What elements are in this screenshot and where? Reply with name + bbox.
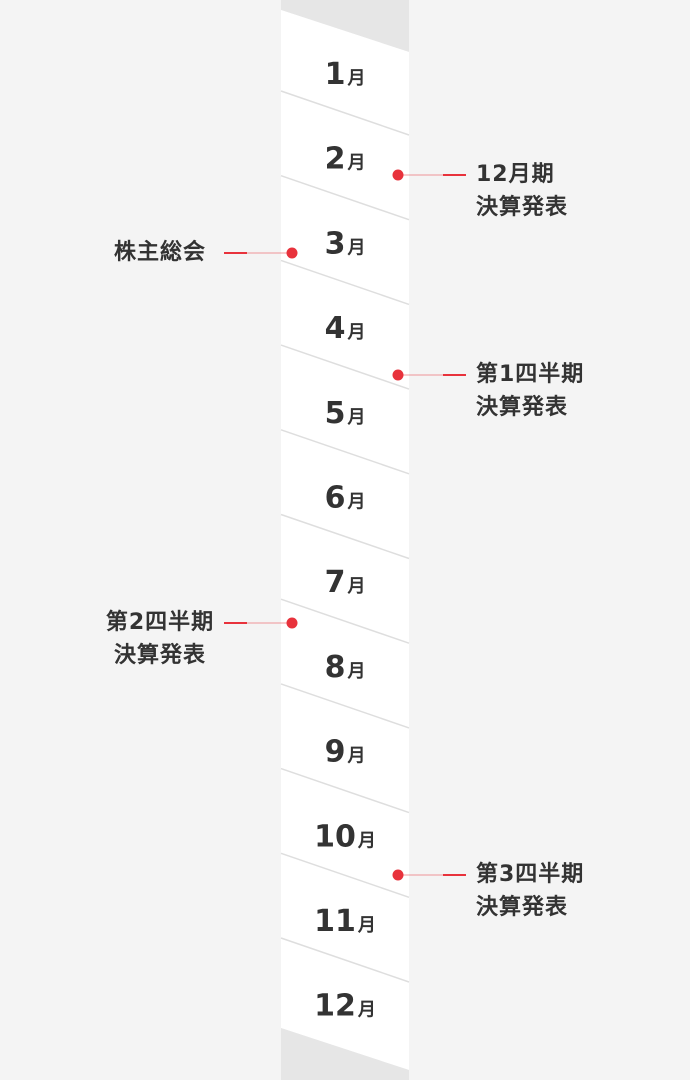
month-unit: 月 (346, 492, 365, 513)
event-dot (392, 169, 404, 181)
event-label-line: 決算発表 (476, 194, 569, 220)
event-label-q2-results: 第2四半期決算発表 (70, 606, 250, 672)
event-dot (392, 369, 404, 381)
month-number: 3 (325, 226, 346, 261)
month-column (281, 10, 409, 1070)
month-number: 6 (325, 481, 346, 516)
month-unit: 月 (357, 830, 376, 851)
month-unit: 月 (346, 576, 365, 597)
month-divider (280, 429, 410, 475)
month-divider (280, 852, 410, 899)
month-divider (280, 767, 410, 814)
event-marker-q3-results (392, 869, 466, 881)
event-dot (286, 247, 298, 259)
month-number: 1 (325, 57, 346, 92)
month-number: 5 (325, 396, 346, 431)
month-divider (280, 513, 410, 560)
event-label-agm: 株主総会 (70, 236, 250, 269)
event-label-line: 第2四半期 (105, 609, 215, 635)
month-divider (280, 344, 410, 390)
month-unit: 月 (357, 915, 376, 936)
month-unit: 月 (346, 68, 365, 89)
event-label-line: 第3四半期 (476, 861, 585, 887)
event-marker-q2-results (224, 617, 298, 629)
month-unit: 月 (346, 746, 365, 767)
month-unit: 月 (346, 322, 365, 343)
month-divider (280, 598, 410, 644)
month-unit: 月 (357, 1000, 376, 1021)
month-number: 9 (325, 735, 346, 770)
month-divider (280, 259, 410, 306)
month-number: 4 (325, 311, 346, 346)
event-label-line: 12月期 (476, 161, 555, 187)
month-number: 8 (325, 650, 346, 685)
month-unit: 月 (346, 237, 365, 258)
month-divider (280, 174, 410, 221)
month-divider (280, 937, 410, 983)
month-unit: 月 (346, 407, 365, 428)
event-dot (392, 869, 404, 881)
month-unit: 月 (346, 153, 365, 174)
column-bottom-cap (281, 1028, 409, 1080)
event-label-q1-results: 第1四半期決算発表 (476, 358, 656, 424)
event-label-q3-results: 第3四半期決算発表 (476, 858, 656, 924)
event-marker-q1-results (392, 369, 466, 381)
event-markers (224, 169, 466, 881)
event-marker-agm (224, 247, 298, 259)
event-dot (286, 617, 298, 629)
event-label-line: 決算発表 (113, 642, 206, 668)
month-number: 12 (314, 989, 356, 1024)
month-number: 2 (325, 142, 346, 177)
month-dividers (280, 90, 410, 983)
event-label-line: 株主総会 (113, 239, 206, 265)
event-label-line: 決算発表 (476, 394, 569, 420)
month-number: 11 (314, 904, 356, 939)
month-divider (280, 90, 410, 136)
event-label-line: 第1四半期 (476, 361, 585, 387)
event-label-fy-results: 12月期決算発表 (476, 158, 656, 224)
month-unit: 月 (346, 661, 365, 682)
event-label-line: 決算発表 (476, 894, 569, 920)
column-top-cap (281, 0, 409, 52)
event-marker-fy-results (392, 169, 466, 181)
month-number: 10 (314, 819, 356, 854)
month-number: 7 (325, 565, 346, 600)
month-divider (280, 683, 410, 729)
